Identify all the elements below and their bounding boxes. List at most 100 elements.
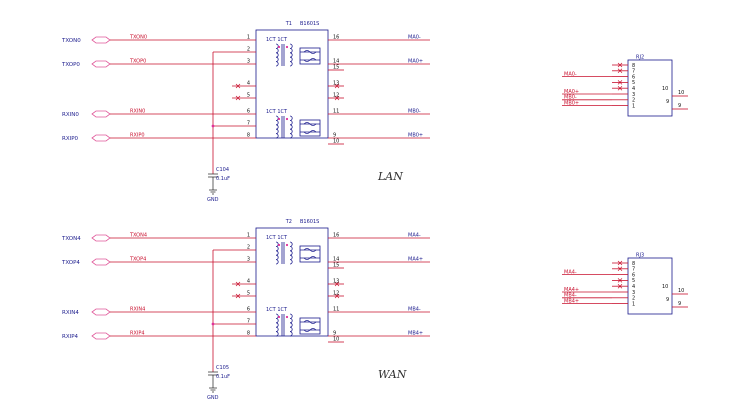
no-connect-mark <box>617 68 623 74</box>
pin-number: 16 <box>333 233 339 239</box>
core-label: 1CT 1CT <box>266 307 288 313</box>
no-connect-mark <box>617 278 623 283</box>
connector-pin-number: 2 <box>632 296 635 302</box>
transformer-part: B1601S <box>300 21 319 27</box>
net-label: MA0- <box>408 35 421 41</box>
port-label: TXON4 <box>61 236 81 242</box>
connector-ref: RJ3 <box>636 253 644 259</box>
primary-coil <box>275 313 279 337</box>
connector-pin-number: 7 <box>632 69 635 75</box>
common-mode-choke <box>299 119 321 137</box>
no-connect-mark <box>235 293 241 299</box>
connector-net-label: MA0- <box>564 71 577 77</box>
connector-pin-number: 10 <box>662 86 668 92</box>
polarity-dot <box>277 117 281 121</box>
no-connect-mark <box>235 281 241 287</box>
pin-number: 2 <box>247 245 250 251</box>
network-label: WAN <box>378 368 407 381</box>
connector-pin-number: 4 <box>632 284 635 290</box>
connector-ext-pin: 9 <box>678 301 681 307</box>
secondary-coil <box>289 115 293 139</box>
transformer-ref: T1 <box>285 21 292 27</box>
pin-number: 10 <box>333 337 339 343</box>
connector-ext-pin: 9 <box>678 103 681 109</box>
core-label: 1CT 1CT <box>266 37 288 43</box>
net-label: TXOP0 <box>129 59 146 65</box>
no-connect-mark <box>334 281 340 287</box>
connector-pin-number: 3 <box>632 92 635 98</box>
core-label: 1CT 1CT <box>266 109 288 115</box>
tx-transformer-core: 1CT 1CT <box>266 235 321 265</box>
rx-transformer-core: 1CT 1CT <box>266 109 321 139</box>
port-label: RXIN0 <box>62 112 79 118</box>
pin-number: 14 <box>333 59 339 65</box>
cap-value: 0.1uF <box>216 176 230 182</box>
choke-winding <box>303 130 317 134</box>
net-label: MB0+ <box>408 133 423 139</box>
no-connect-mark <box>617 260 623 266</box>
choke-winding <box>303 248 317 252</box>
no-connect-mark <box>334 95 340 101</box>
connector-net-label: MA0+ <box>564 89 579 95</box>
pin-number: 4 <box>247 279 250 285</box>
pin-number: 15 <box>333 263 339 269</box>
pin-number: 4 <box>247 81 250 87</box>
pin-number: 8 <box>247 133 250 139</box>
net-label: RXIP0 <box>130 133 145 139</box>
net-label: MB4+ <box>408 331 423 337</box>
tx-transformer-core: 1CT 1CT <box>266 37 321 67</box>
connector-net-label: MA4+ <box>564 287 579 293</box>
connector-pin-number: 9 <box>666 99 669 105</box>
connector-pin-number: 6 <box>632 74 635 80</box>
connector-pin-number: 2 <box>632 98 635 104</box>
choke-winding <box>303 122 317 126</box>
port-label: RXIN4 <box>62 310 79 316</box>
port-symbol <box>91 134 111 142</box>
pin-number: 3 <box>247 257 250 263</box>
net-label: TXON4 <box>129 233 147 239</box>
cap-ref: C105 <box>216 365 229 371</box>
net-label: MA4+ <box>408 257 423 263</box>
pin-number: 9 <box>333 331 336 337</box>
transformer-ref: T2 <box>285 219 292 225</box>
junction-dot <box>211 322 215 326</box>
core-label: 1CT 1CT <box>266 235 288 241</box>
pin-number: 8 <box>247 331 250 337</box>
secondary-coil <box>289 241 293 265</box>
pin-number: 5 <box>247 291 250 297</box>
net-label: RXIN0 <box>130 109 145 115</box>
net-label: RXIP4 <box>130 331 145 337</box>
polarity-dot <box>285 45 289 49</box>
primary-coil <box>275 43 279 67</box>
junction-dot <box>211 124 215 128</box>
pin-number: 2 <box>247 47 250 53</box>
secondary-coil <box>289 313 293 337</box>
polarity-dot <box>277 315 281 319</box>
choke-winding <box>303 256 317 260</box>
choke-winding <box>303 328 317 332</box>
port-label: TXOP4 <box>61 260 80 266</box>
no-connect-mark <box>334 293 340 299</box>
secondary-coil <box>289 43 293 67</box>
pin-number: 13 <box>333 81 339 87</box>
cap-value: 0.1uF <box>216 374 230 380</box>
common-mode-choke <box>299 317 321 335</box>
pin-number: 1 <box>247 35 250 41</box>
net-label: TXON0 <box>129 35 147 41</box>
pin-number: 14 <box>333 257 339 263</box>
pin-number: 12 <box>333 291 339 297</box>
port-label: TXOP0 <box>61 62 80 68</box>
pin-number: 5 <box>247 93 250 99</box>
choke-winding <box>303 50 317 54</box>
port-symbol <box>91 308 111 316</box>
pin-number: 3 <box>247 59 250 65</box>
port-symbol <box>91 234 111 242</box>
connector-pin-number: 4 <box>632 86 635 92</box>
pin-number: 10 <box>333 139 339 145</box>
rx-transformer-core: 1CT 1CT <box>266 307 321 337</box>
polarity-dot <box>285 243 289 247</box>
port-symbol <box>91 258 111 266</box>
net-label: RXIN4 <box>130 307 145 313</box>
common-mode-choke <box>299 47 321 65</box>
